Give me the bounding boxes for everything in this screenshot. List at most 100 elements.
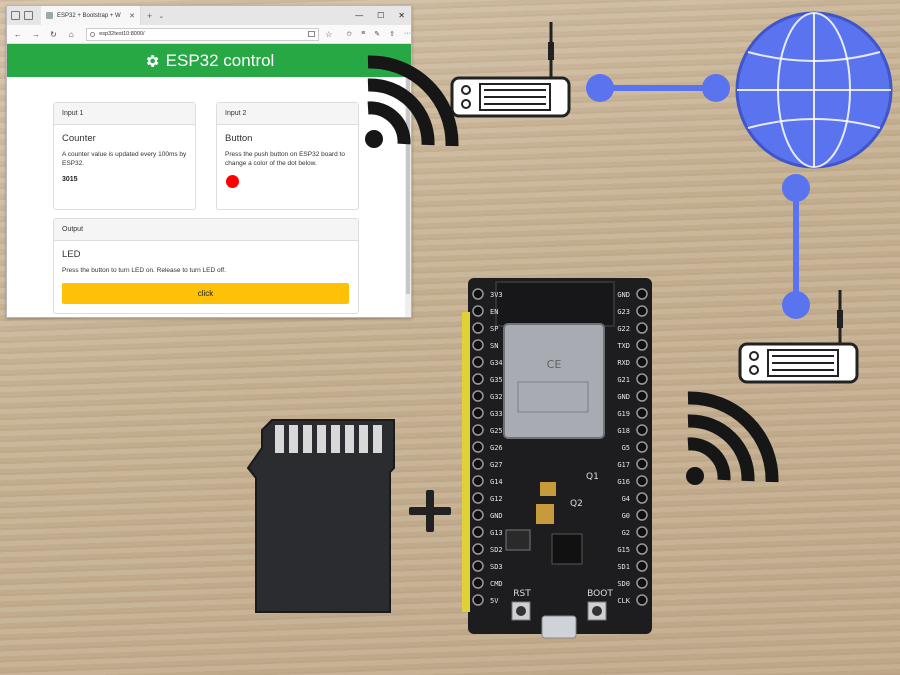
pin-label: G26: [490, 444, 503, 452]
tab-bar: ESP32 + Bootstrap + W ✕ + ⌄ — ☐ ✕: [7, 6, 411, 25]
globe-icon: [735, 11, 893, 169]
pin-label: SD2: [490, 546, 503, 554]
link-node: [782, 291, 810, 319]
header-pin: [472, 305, 484, 317]
svg-text:RST: RST: [513, 589, 531, 599]
card-text: Press the push button on ESP32 board to …: [225, 151, 345, 167]
header-pin: [636, 288, 648, 300]
header-pin: [636, 458, 648, 470]
pin-label: G0: [622, 512, 630, 520]
pin-label: SN: [490, 342, 498, 350]
scrollbar-thumb[interactable]: [406, 79, 410, 294]
pin-label: G34: [490, 359, 503, 367]
page-title: ESP32 control: [165, 50, 275, 70]
pin-label: G5: [622, 444, 630, 452]
close-icon[interactable]: ✕: [398, 11, 405, 20]
window-controls: — ☐ ✕: [355, 6, 405, 25]
header-pin: [636, 475, 648, 487]
tab-close-icon[interactable]: ✕: [129, 12, 135, 20]
card-title: LED: [62, 249, 81, 260]
pin-label: SD3: [490, 563, 503, 571]
pin-label: G15: [617, 546, 630, 554]
pin-label: G23: [617, 308, 630, 316]
router-icon: [450, 22, 571, 118]
pin-label: G18: [617, 427, 630, 435]
card-title: Button: [225, 133, 253, 144]
header-pin: [636, 594, 648, 606]
pin-label: G12: [490, 495, 503, 503]
header-pin: [636, 322, 648, 334]
pin-label: G4: [622, 495, 630, 503]
header-pin: [636, 526, 648, 538]
tab-preview-icon[interactable]: [24, 11, 33, 20]
header-pin: [472, 390, 484, 402]
forward-icon[interactable]: →: [31, 29, 40, 39]
link-node: [702, 74, 730, 102]
scrollbar[interactable]: [405, 77, 411, 317]
router-icon: [738, 290, 859, 384]
info-icon: [90, 31, 96, 37]
gear-icon: [146, 54, 159, 67]
header-pin: [472, 322, 484, 334]
back-icon[interactable]: ←: [13, 29, 22, 39]
pin-label: SD0: [617, 580, 630, 588]
header-pin: [472, 424, 484, 436]
toolbar-icons: ✩ ≡ ✎ ⇪ ···: [346, 30, 411, 38]
pin-label: 3V3: [490, 291, 503, 299]
favorites-icon[interactable]: ✩: [346, 31, 353, 38]
header-pin: [472, 577, 484, 589]
svg-text:CE: CE: [547, 358, 562, 371]
minimize-icon[interactable]: —: [355, 11, 364, 20]
wifi-icon: [686, 391, 779, 485]
pin-label: G19: [617, 410, 630, 418]
share-icon[interactable]: ⇪: [389, 31, 396, 38]
url-field[interactable]: esp32test10:8000/: [86, 27, 320, 41]
pin-label: G25: [490, 427, 503, 435]
maximize-icon[interactable]: ☐: [377, 11, 385, 20]
header-pin: [636, 560, 648, 572]
wifi-icon: [365, 55, 459, 148]
pin-label: TXD: [617, 342, 630, 350]
pin-label: G17: [617, 461, 630, 469]
url-text: esp32test10:8000/: [99, 31, 145, 37]
card-header: Output: [54, 219, 358, 241]
header-pin: [472, 373, 484, 385]
link-node: [782, 174, 810, 202]
pin-label: G2: [622, 529, 630, 537]
click-button[interactable]: click: [62, 283, 349, 304]
home-icon[interactable]: ⌂: [68, 29, 74, 39]
sd-card-icon: [246, 419, 395, 613]
header-pin: [472, 509, 484, 521]
browser-window: ESP32 + Bootstrap + W ✕ + ⌄ — ☐ ✕ ← → ↻ …: [6, 5, 412, 318]
reading-view-icon[interactable]: [308, 31, 316, 37]
pin-label: G21: [617, 376, 630, 384]
favorite-star-icon[interactable]: ☆: [325, 29, 333, 39]
header-pin: [472, 356, 484, 368]
header-pin: [472, 458, 484, 470]
header-pin: [636, 407, 648, 419]
header-pin: [472, 407, 484, 419]
tab-actions-icon[interactable]: [11, 11, 20, 20]
web-page: ESP32 control Input 1 Counter A counter …: [7, 44, 411, 317]
header-pin: [636, 577, 648, 589]
reading-list-icon[interactable]: ≡: [361, 30, 366, 37]
header-pin: [472, 560, 484, 572]
tab-title: ESP32 + Bootstrap + W: [57, 12, 121, 19]
status-dot: [226, 175, 239, 188]
pin-label: CMD: [490, 580, 503, 588]
header-pin: [472, 526, 484, 538]
chevron-down-icon[interactable]: ⌄: [158, 12, 165, 20]
pen-icon[interactable]: ✎: [374, 31, 381, 38]
new-tab-icon[interactable]: +: [147, 10, 153, 21]
card-header: Input 2: [217, 103, 358, 125]
pin-label: G35: [490, 376, 503, 384]
refresh-icon[interactable]: ↻: [50, 29, 57, 39]
more-icon[interactable]: ···: [404, 30, 412, 37]
header-pin: [472, 475, 484, 487]
header-pin: [472, 339, 484, 351]
browser-tab[interactable]: ESP32 + Bootstrap + W ✕: [41, 6, 141, 25]
header-pin: [636, 390, 648, 402]
favicon-icon: [46, 12, 53, 19]
card-output: Output LED Press the button to turn LED …: [53, 218, 359, 314]
header-pin: [636, 509, 648, 521]
